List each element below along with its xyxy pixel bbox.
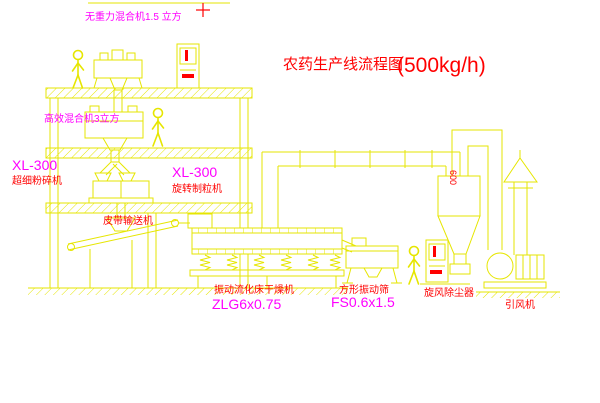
label-screen-name: 方形振动筛: [339, 283, 389, 296]
diagram-title-capacity: (500kg/h): [397, 54, 486, 77]
label-granulator-name: 旋转制粒机: [172, 182, 222, 195]
label-granulator-model: XL-300: [172, 164, 217, 180]
label-belt-conveyor: 皮带输送机: [103, 214, 153, 227]
cad-point-marker: [196, 3, 210, 17]
vibrating-screen: [342, 237, 402, 284]
belt-conveyor: [67, 219, 190, 288]
cabinet-indicator: [185, 50, 188, 61]
exhaust-stack: [503, 150, 538, 255]
cabinet-indicator: [433, 246, 436, 257]
induced-draft-fan: [476, 252, 560, 298]
label-cyclone-name: 旋风除尘器: [424, 286, 474, 299]
label-duct-size: 600: [448, 170, 458, 185]
granulator-crusher-unit: [88, 161, 154, 232]
person-figure: [407, 245, 421, 285]
label-screen-model: FS0.6x1.5: [331, 294, 395, 310]
label-high-efficiency-mixer: 高效混合机3立方: [44, 112, 120, 125]
gravity-mixer: [93, 49, 143, 113]
label-crusher-model: XL-300: [12, 157, 57, 173]
cabinet-indicator: [430, 270, 442, 274]
control-cabinet-ground: [420, 239, 470, 285]
label-crusher-name: 超细粉碎机: [12, 174, 62, 187]
exhaust-duct: [261, 150, 461, 228]
label-fan-name: 引风机: [505, 298, 535, 311]
high-efficiency-mixer: [84, 105, 144, 163]
label-dryer-name: 振动流化床干燥机: [214, 283, 294, 296]
diagram-labels: 无重力混合机1.5 立方 农药生产线流程图 (500kg/h) 高效混合机3立方…: [12, 10, 535, 312]
person-figure: [151, 107, 165, 147]
fluid-bed-dryer: [187, 213, 357, 288]
cyclone-separator: [437, 175, 481, 275]
label-dryer-model: ZLG6x0.75: [212, 296, 281, 312]
label-gravity-mixer: 无重力混合机1.5 立方: [85, 10, 182, 23]
person-figure: [71, 49, 85, 89]
clean-air-pipe: [451, 129, 503, 250]
cabinet-indicator: [182, 74, 194, 78]
diagram-title: 农药生产线流程图: [283, 56, 403, 73]
control-cabinet-roof: [176, 43, 200, 89]
